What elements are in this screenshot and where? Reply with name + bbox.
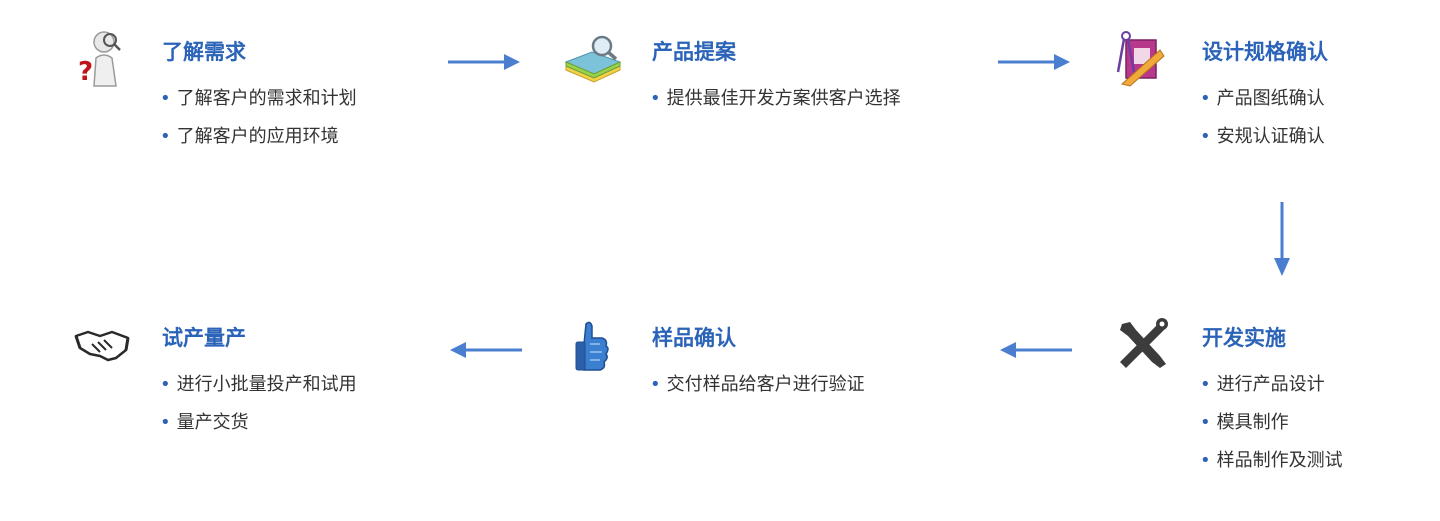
arrow-left: [448, 340, 522, 360]
step-items: •进行产品设计 •模具制作 •样品制作及测试: [1200, 366, 1343, 480]
step-items: •进行小批量投产和试用 •量产交货: [160, 366, 357, 442]
step-title: 样品确认: [652, 326, 736, 350]
tools-icon: [1112, 314, 1172, 374]
arrow-down: [1272, 202, 1292, 278]
list-item: •提供最佳开发方案供客户选择: [650, 88, 901, 109]
step-title: 开发实施: [1202, 326, 1286, 350]
list-item: •产品图纸确认: [1200, 88, 1325, 109]
arrow-left: [998, 340, 1072, 360]
arrow-right: [998, 52, 1072, 72]
thumbs-up-icon: [562, 314, 622, 374]
arrow-right: [448, 52, 522, 72]
list-item: •模具制作: [1200, 412, 1289, 433]
step-items: •提供最佳开发方案供客户选择: [650, 80, 901, 118]
drafting-tools-icon: [1112, 28, 1172, 88]
list-item: •样品制作及测试: [1200, 450, 1343, 471]
list-item: •进行产品设计: [1200, 374, 1325, 395]
step-title: 试产量产: [162, 326, 246, 350]
list-item: •了解客户的应用环境: [160, 126, 339, 147]
list-item: •交付样品给客户进行验证: [650, 374, 865, 395]
list-item: •安规认证确认: [1200, 126, 1325, 147]
step-items: •了解客户的需求和计划 •了解客户的应用环境: [160, 80, 357, 156]
list-item: •量产交货: [160, 412, 249, 433]
step-title: 产品提案: [652, 40, 736, 64]
step-title: 了解需求: [162, 40, 246, 64]
list-item: •了解客户的需求和计划: [160, 88, 357, 109]
person-question-icon: ?: [72, 28, 132, 88]
step-title: 设计规格确认: [1202, 40, 1328, 64]
list-item: •进行小批量投产和试用: [160, 374, 357, 395]
books-magnifier-icon: [562, 28, 622, 88]
svg-text:?: ?: [78, 57, 93, 87]
step-items: •产品图纸确认 •安规认证确认: [1200, 80, 1325, 156]
handshake-icon: [72, 314, 132, 374]
step-items: •交付样品给客户进行验证: [650, 366, 865, 404]
